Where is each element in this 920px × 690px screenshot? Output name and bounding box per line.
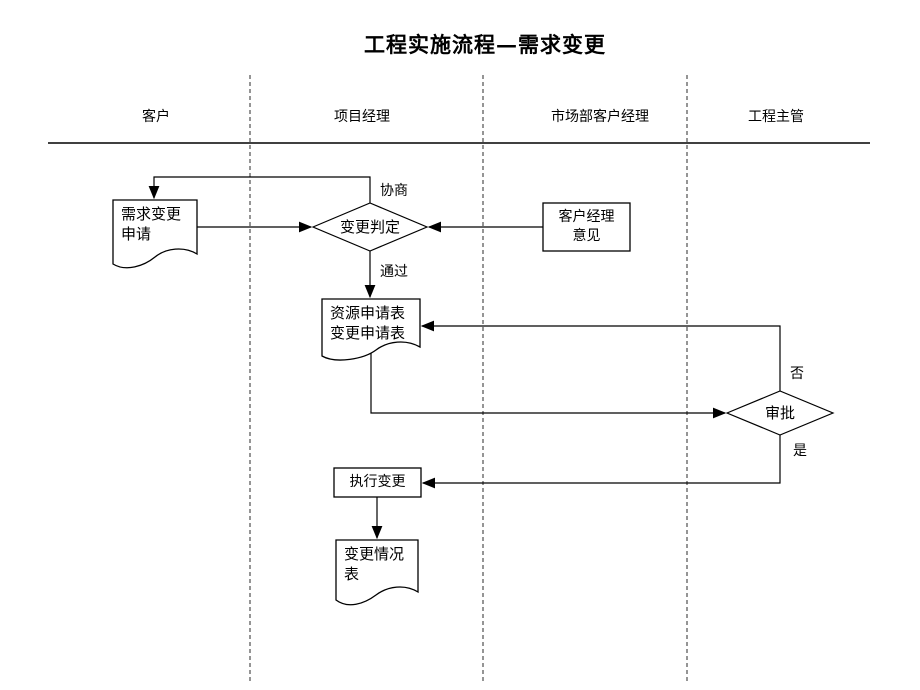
edge-negotiate-feedback bbox=[148, 176, 371, 203]
decision-shape-approval bbox=[725, 390, 835, 436]
lane-header-engineering-supervisor: 工程主管 bbox=[748, 109, 804, 125]
node-label-requirement-change-request: 需求变更 申请 bbox=[121, 205, 182, 243]
page-title: 工程实施流程—需求变更 bbox=[364, 32, 606, 57]
edge-approval-no-to-forms bbox=[420, 320, 781, 391]
document-shape-change-status-form bbox=[335, 539, 419, 606]
edge-label-negotiate: 协商 bbox=[380, 183, 408, 199]
edge-forms-to-approval bbox=[370, 353, 727, 419]
node-label-change-decision: 变更判定 bbox=[339, 217, 400, 236]
node-label-change-status-form: 变更情况 表 bbox=[344, 545, 405, 583]
lane-header-marketing-account-manager: 市场部客户经理 bbox=[551, 109, 649, 125]
document-shape-requirement-change-request bbox=[112, 199, 198, 269]
edge-label-yes: 是 bbox=[793, 443, 807, 459]
edge-approval-yes-to-execute bbox=[421, 435, 781, 489]
node-label-execute-change: 执行变更 bbox=[349, 474, 406, 490]
node-label-approval: 审批 bbox=[764, 403, 795, 422]
lane-header-project-manager: 项目经理 bbox=[334, 109, 390, 125]
edge-label-pass: 通过 bbox=[380, 264, 408, 280]
node-label-resource-change-forms: 资源申请表 变更申请表 bbox=[330, 304, 406, 342]
lane-header-customer: 客户 bbox=[142, 109, 170, 125]
document-shape-resource-change-forms bbox=[321, 298, 421, 361]
process-shape-account-manager-opinion bbox=[542, 202, 631, 252]
decision-shape-change-decision bbox=[311, 202, 429, 252]
process-shape-execute-change bbox=[333, 467, 422, 498]
edge-label-no: 否 bbox=[790, 366, 804, 382]
node-label-account-manager-opinion: 客户经理 意见 bbox=[558, 209, 615, 244]
